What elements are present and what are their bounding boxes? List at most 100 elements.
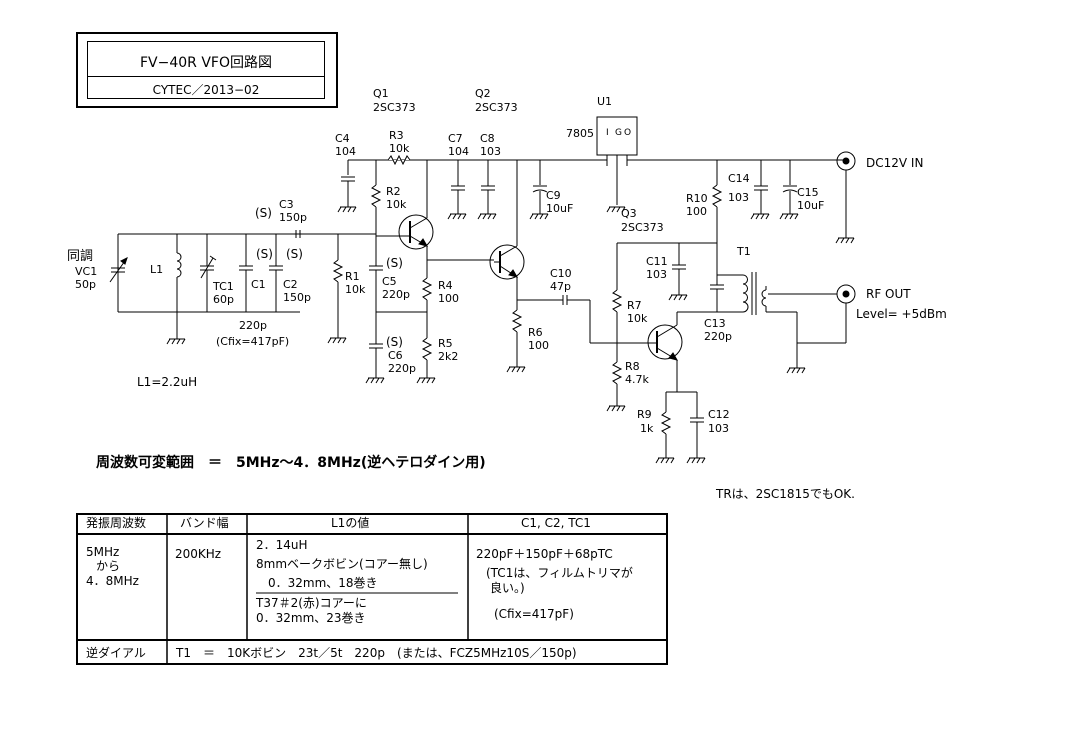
tc1-value: 60p [213,293,234,306]
c12-label: C12 [708,408,730,421]
rf-out-label: RF OUT [866,287,911,301]
rf-out-connector [836,284,856,304]
s-mark-c5: (S) [386,256,403,270]
level-label: Level= +5dBm [856,307,947,321]
l1-wire-18: 0．32mm、18巻き [268,576,378,590]
q3-transistor [647,324,683,360]
r2-label: R2 [386,185,401,198]
c12-value: 103 [708,422,729,435]
l1-inductance-note: L1=2.2uH [137,375,198,389]
reg-label: 7805 [566,127,594,140]
r10-value: 100 [686,205,707,218]
col-oscillation-freq: 発振周波数 [86,516,147,530]
r8-resistor [611,361,623,385]
s-mark-c6: (S) [386,335,403,349]
tc1-label: TC1 [213,280,234,293]
r1-label: R1 [345,270,360,283]
r9-label: R9 [637,408,652,421]
c10-value: 47p [550,280,571,293]
q2-transistor [489,244,525,280]
tune-label: 同調 [67,249,94,264]
tc1-note-2: 良い。) [490,581,525,595]
c5-value: 220p [382,288,410,301]
r3-resistor [387,154,411,166]
r5-value: 2k2 [438,350,459,363]
col-l1-value: L1の値 [331,516,370,530]
drawing-author-date: CYTEC／2013−02 [152,83,260,97]
cap-cfix: (Cfix=417pF) [494,607,574,621]
drawing-title: FV−40R VFO回路図 [139,55,272,71]
cfix-label: (Cfix=417pF) [216,335,290,348]
q1-label: Q1 [373,87,389,100]
c8-value: 103 [480,145,501,158]
r2-resistor [370,184,382,208]
c6-label: C6 [388,349,403,362]
q3-label: Q3 [621,207,637,220]
vc1-label: VC1 [75,265,98,278]
r4-value: 100 [438,292,459,305]
u1-label: U1 [597,95,613,108]
r7-value: 10k [627,312,648,325]
title-block: FV−40R VFO回路図 CYTEC／2013−02 [76,32,338,108]
c11-label: C11 [646,255,668,268]
c14-label: C14 [728,172,750,185]
t1-secondary-winding [761,289,767,307]
c6-value: 220p [388,362,416,375]
c3-value: 150p [279,211,307,224]
c2-value: 150p [283,291,311,304]
c7-value: 104 [448,145,469,158]
c4-label: C4 [335,132,350,145]
c10-label: C10 [550,267,572,280]
l1-inductance: 2．14uH [256,538,308,552]
r8-value: 4.7k [625,373,649,386]
t1-primary-winding [742,274,749,313]
r3-label: R3 [389,129,404,142]
freq-to-word: から [96,559,121,573]
r10-label: R10 [686,192,708,205]
t1-spec: T1 ＝ 10Kボビン 23t／5t 220p (または、FCZ5MHz10S／… [176,646,577,660]
r3-value: 10k [389,142,410,155]
c2-label: C2 [283,278,298,291]
r2-value: 10k [386,198,407,211]
l1-bobbin: 8mmベークボビン(コアー無し) [256,557,428,571]
r10-resistor [711,184,723,208]
c1-label: C1 [251,278,266,291]
q2-part: 2SC373 [475,101,518,114]
r1-value: 10k [345,283,366,296]
r5-label: R5 [438,337,453,350]
c7-label: C7 [448,132,463,145]
q1-transistor [398,214,434,250]
dc-in-label: DC12V IN [866,156,924,170]
r1-resistor [332,259,344,283]
r6-label: R6 [528,326,543,339]
c13-label: C13 [704,317,726,330]
c4-value: 104 [335,145,356,158]
c-220p-label: 220p [239,319,267,332]
title-block-inner: FV−40R VFO回路図 CYTEC／2013−02 [87,41,325,99]
c5-label: C5 [382,275,397,288]
title-divider [88,76,324,77]
c14-value: 103 [728,191,749,204]
c3-label: C3 [279,198,294,211]
r5-resistor [421,337,433,361]
bandwidth-value: 200KHz [175,547,222,561]
s-mark-c2: (S) [286,247,303,261]
r9-resistor [660,411,672,435]
cap-combination: 220pF＋150pF＋68pTC [476,547,613,561]
u1-regulator [596,116,638,156]
q2-label: Q2 [475,87,491,100]
c13-value: 220p [704,330,732,343]
r4-resistor [421,277,433,301]
c8-label: C8 [480,132,495,145]
c15-value: 10uF [797,199,825,212]
transistor-note: TRは、2SC1815でもOK. [716,487,855,501]
r8-label: R8 [625,360,640,373]
c11-value: 103 [646,268,667,281]
l1-wire-23: 0．32mm、23巻き [256,611,366,625]
r6-resistor [511,309,523,333]
freq-to: 4．8MHz [86,574,139,588]
spec-table-grid [76,513,668,665]
col-capacitors: C1, C2, TC1 [521,516,591,530]
s-mark-c1: (S) [256,247,273,261]
